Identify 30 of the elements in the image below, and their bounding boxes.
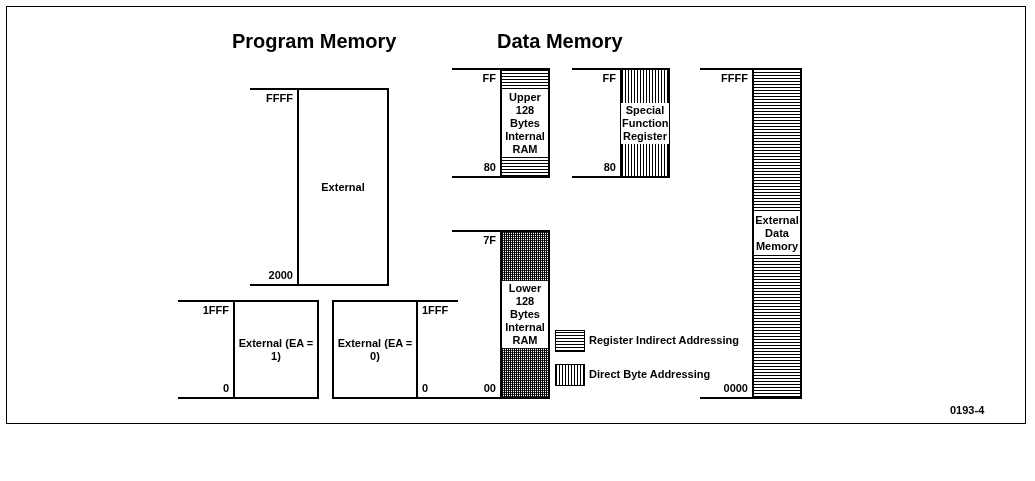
block-label: Upper 128 Bytes Internal RAM <box>502 89 548 157</box>
address-label: FFFF <box>266 92 293 104</box>
address-label: 80 <box>603 161 616 173</box>
legend-label: Register Indirect Addressing <box>589 334 739 346</box>
legend-label: Direct Byte Addressing <box>589 368 711 380</box>
block-label: External Data Memory <box>754 213 800 254</box>
section-heading: Data Memory <box>497 30 623 53</box>
address-label: 0000 <box>723 382 748 394</box>
address-label: 7F <box>483 234 496 246</box>
address-label: 80 <box>483 161 496 173</box>
memory-block <box>500 68 550 178</box>
memory-block <box>332 300 418 399</box>
section-heading: Program Memory <box>232 30 397 53</box>
address-label: 0 <box>422 382 429 394</box>
address-label: 1FFF <box>422 304 449 316</box>
address-label: 0 <box>222 382 229 394</box>
address-label: FF <box>602 72 616 84</box>
address-label: 2000 <box>268 269 293 281</box>
block-label: Special Function Register <box>621 102 669 144</box>
memory-block <box>233 300 319 399</box>
address-label: FFFF <box>721 72 748 84</box>
block-label: Lower 128 Bytes Internal RAM <box>502 281 548 348</box>
memory-block <box>620 68 670 178</box>
address-label: 00 <box>483 382 496 394</box>
memory-block <box>500 230 550 399</box>
memory-block <box>297 88 389 286</box>
address-label: FF <box>482 72 496 84</box>
figure-number: 0193-4 <box>950 404 985 416</box>
memory-block <box>752 68 802 399</box>
address-label: 1FFF <box>202 304 229 316</box>
